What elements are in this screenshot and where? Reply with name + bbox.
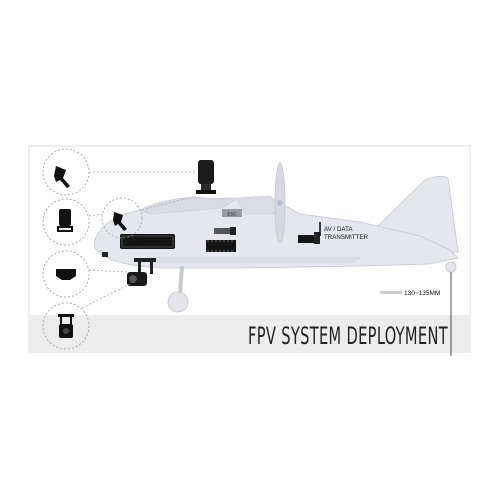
battery-inner-border bbox=[121, 235, 174, 248]
main-wheel bbox=[167, 291, 189, 313]
dimension-bar bbox=[380, 291, 402, 294]
top-camera-mount bbox=[196, 160, 216, 194]
callout-circle-5 bbox=[101, 197, 143, 239]
diagram-title: FPV SYSTEM DEPLOYMENT bbox=[248, 322, 448, 350]
battery-body bbox=[120, 234, 175, 249]
osd-system: OSD SYSTEM bbox=[206, 240, 236, 252]
av-data-transmitter: AV / DATA TRANSMITTER bbox=[298, 222, 369, 244]
receiver-box-icon bbox=[56, 269, 76, 280]
callout-circle-4 bbox=[42, 302, 90, 350]
airplane bbox=[93, 162, 459, 313]
esc-label: ESC bbox=[227, 212, 237, 217]
gimbal-camera-icon bbox=[58, 314, 74, 338]
dimension-label: 130~135MM bbox=[404, 290, 440, 297]
leader-line-5 bbox=[141, 195, 197, 211]
esc-body bbox=[222, 209, 242, 217]
nose-camera bbox=[102, 252, 108, 257]
gimbal-arm-right bbox=[150, 262, 153, 274]
canopy bbox=[139, 197, 236, 215]
transmitter-label-line2: TRANSMITTER bbox=[324, 234, 369, 241]
battery-label: BATTERY bbox=[131, 238, 165, 247]
receiver-module bbox=[214, 228, 236, 234]
title-band bbox=[30, 315, 469, 351]
transmitter-body bbox=[298, 235, 320, 243]
leader-lines bbox=[81, 171, 197, 309]
esc-module: ESC bbox=[222, 209, 242, 217]
antenna-icon bbox=[113, 212, 127, 231]
camera-mount-icon bbox=[57, 209, 73, 232]
top-camera-body bbox=[198, 160, 214, 184]
gimbal-lens bbox=[128, 274, 138, 284]
top-camera-base bbox=[196, 190, 216, 194]
transmitter-module bbox=[314, 232, 320, 244]
propeller-hub bbox=[277, 200, 283, 206]
osd-label: OSD SYSTEM bbox=[209, 245, 234, 249]
leader-line-3 bbox=[88, 269, 129, 273]
callout-circle-3 bbox=[42, 250, 90, 298]
tail-wheel bbox=[445, 261, 457, 273]
antenna-icon bbox=[54, 166, 70, 188]
osd-board bbox=[206, 240, 236, 252]
battery: BATTERY bbox=[120, 234, 175, 249]
leader-line-4 bbox=[81, 283, 131, 309]
gimbal-arm-left bbox=[138, 262, 141, 274]
receiver-connector bbox=[230, 227, 236, 235]
wing bbox=[149, 257, 361, 263]
callout-circle-2 bbox=[42, 198, 90, 246]
dimension-marker: 130~135MM bbox=[380, 272, 452, 356]
transmitter-label-line1: AV / DATA bbox=[324, 226, 353, 233]
main-gear-strut bbox=[178, 265, 184, 295]
gimbal-camera bbox=[127, 258, 156, 286]
gimbal-plate bbox=[134, 258, 156, 262]
top-camera-neck bbox=[201, 184, 211, 190]
